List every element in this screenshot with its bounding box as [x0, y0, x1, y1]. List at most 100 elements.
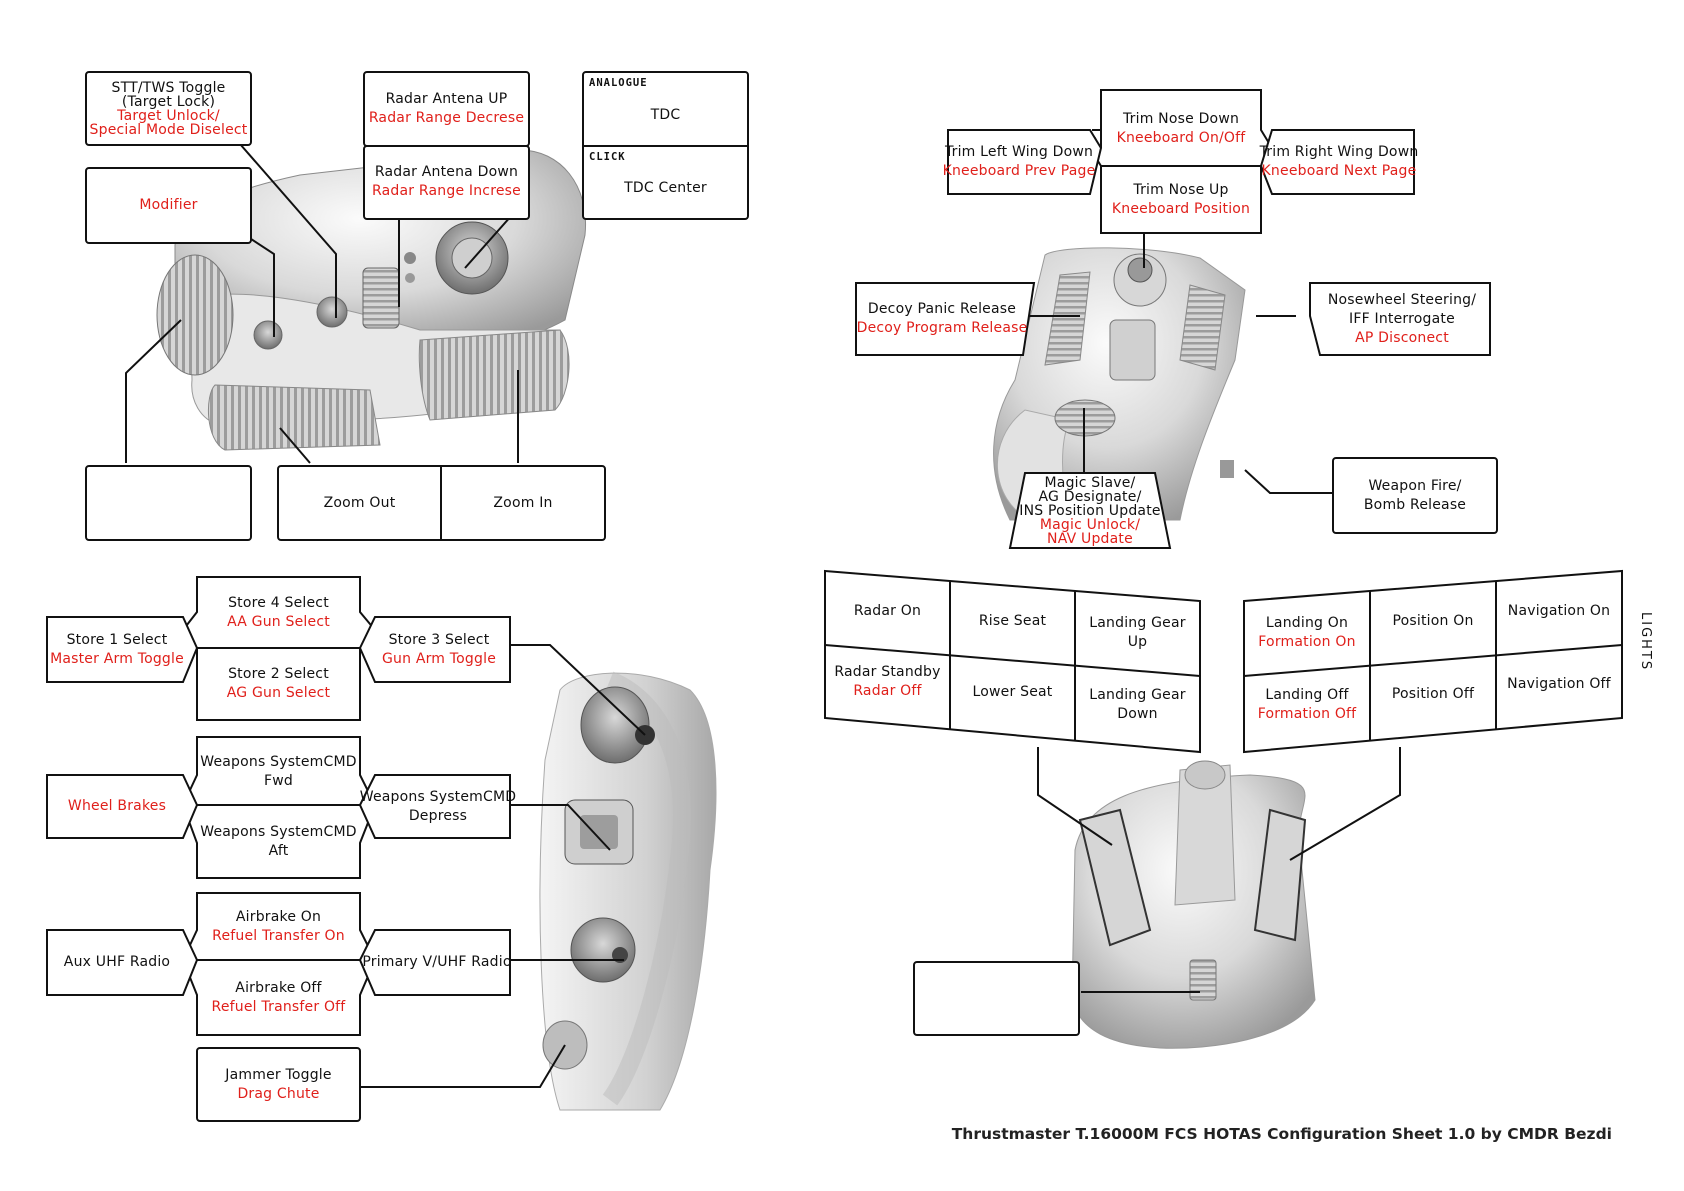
- tdc-analogue-label: TDC: [583, 84, 748, 146]
- primary-uhf-text: Primary V/UHF Radio: [362, 954, 512, 970]
- tdc-click-caption: CLICK: [589, 151, 626, 163]
- radar-down-black: Radar Antena Down: [374, 164, 519, 180]
- base-illustration: [1071, 760, 1316, 1049]
- weapon-fire-line2: Bomb Release: [1363, 496, 1467, 513]
- gear-down-line2: Down: [1117, 706, 1158, 722]
- trim-right-wing-label: Trim Right Wing Down Kneeboard Next Page: [1259, 130, 1419, 194]
- trim-nose-down-red: Kneeboard On/Off: [1116, 130, 1246, 146]
- store2-label: Store 2 Select AG Gun Select: [197, 650, 360, 718]
- nosewheel-black2: IFF Interrogate: [1349, 310, 1455, 327]
- decoy-release-label: Decoy Panic Release Decoy Program Releas…: [856, 283, 1028, 355]
- magic-line1: Magic Slave/: [1044, 475, 1136, 491]
- radar-standby-black: Radar Standby: [834, 664, 941, 680]
- weapon-fire-line1: Weapon Fire/: [1368, 477, 1462, 494]
- trim-right-black: Trim Right Wing Down: [1259, 144, 1419, 160]
- modifier-label: Modifier: [86, 168, 251, 243]
- store2-black: Store 2 Select: [228, 666, 329, 682]
- jammer-black: Jammer Toggle: [225, 1066, 332, 1083]
- stt-red1: Target Unlock/: [117, 108, 220, 124]
- magic-slave-label: Magic Slave/ AG Designate/ INS Position …: [1012, 476, 1168, 546]
- airbrake-on-black: Airbrake On: [235, 909, 322, 925]
- nav-off-text: Navigation Off: [1507, 675, 1611, 692]
- jammer-toggle-label: Jammer Toggle Drag Chute: [197, 1048, 360, 1121]
- weapon-fire-label: Weapon Fire/ Bomb Release: [1333, 458, 1497, 533]
- rise-seat-text: Rise Seat: [978, 612, 1047, 629]
- trim-right-red: Kneeboard Next Page: [1261, 163, 1417, 179]
- tdc-click-label: TDC Center: [583, 158, 748, 218]
- magic-red2: NAV Update: [1047, 531, 1133, 547]
- modifier-red: Modifier: [139, 197, 198, 213]
- store3-red: Gun Arm Toggle: [381, 650, 497, 667]
- trim-nose-down-black: Trim Nose Down: [1122, 111, 1240, 127]
- zoom-in-label: Zoom In: [441, 466, 605, 540]
- zoom-in-text: Zoom In: [493, 494, 553, 511]
- landing-gear-up-label: Landing Gear Up: [1075, 598, 1200, 668]
- zoom-out-text: Zoom Out: [323, 494, 396, 511]
- wcmd-aft-line1: Weapons SystemCMD: [200, 824, 357, 840]
- radar-standby-red: Radar Off: [853, 683, 922, 699]
- wheel-brakes-label: Wheel Brakes: [47, 775, 187, 838]
- tdc-analogue-text: TDC: [650, 106, 681, 123]
- store1-red: Master Arm Toggle: [50, 650, 184, 667]
- navigation-on-label: Navigation On: [1496, 578, 1622, 644]
- magic-line2: AG Designate/: [1038, 489, 1142, 505]
- landing-on-black: Landing On: [1265, 615, 1349, 631]
- wcmd-aft-line2: Aft: [268, 843, 289, 859]
- landing-off-red: Formation Off: [1257, 706, 1357, 722]
- nosewheel-black1: Nosewheel Steering/: [1327, 291, 1477, 308]
- airbrake-off-label: Airbrake Off Refuel Transfer Off: [197, 963, 360, 1033]
- trim-nose-up-red: Kneeboard Position: [1111, 200, 1251, 217]
- trim-nose-up-black: Trim Nose Up: [1133, 181, 1229, 198]
- magic-line3: INS Position Update: [1019, 503, 1161, 519]
- nosewheel-steering-label: Nosewheel Steering/ IFF Interrogate AP D…: [1314, 283, 1490, 355]
- store3-label: Store 3 Select Gun Arm Toggle: [368, 617, 510, 682]
- trim-nose-up-label: Trim Nose Up Kneeboard Position: [1101, 166, 1261, 233]
- position-off-text: Position Off: [1391, 685, 1475, 702]
- store4-red: AA Gun Select: [227, 614, 330, 630]
- weapons-cmd-aft-label: Weapons SystemCMD Aft: [197, 808, 360, 876]
- gear-up-line1: Landing Gear: [1089, 615, 1186, 631]
- trim-left-red: Kneeboard Prev Page: [942, 163, 1096, 179]
- landing-on-red: Formation On: [1258, 634, 1356, 650]
- wcmd-fwd-line2: Fwd: [264, 772, 293, 789]
- trim-left-black: Trim Left Wing Down: [944, 144, 1094, 160]
- tdc-analogue-caption: ANALOGUE: [589, 77, 648, 89]
- radar-on-label: Radar On: [825, 578, 950, 644]
- position-on-text: Position On: [1392, 612, 1474, 629]
- radar-antenna-down-label: Radar Antena Down Radar Range Increse: [364, 148, 529, 216]
- stt-line1: STT/TWS Toggle: [111, 80, 226, 96]
- lower-seat-label: Lower Seat: [950, 658, 1075, 726]
- radar-up-black: Radar Antena UP: [385, 91, 508, 107]
- wcmd-depress-line2: Depress: [408, 807, 468, 824]
- trim-left-wing-label: Trim Left Wing Down Kneeboard Prev Page: [943, 130, 1096, 194]
- zoom-out-label: Zoom Out: [278, 466, 441, 540]
- airbrake-off-red: Refuel Transfer Off: [211, 999, 346, 1015]
- gear-up-line2: Up: [1127, 634, 1148, 650]
- navigation-off-label: Navigation Off: [1496, 650, 1622, 718]
- radar-standby-label: Radar Standby Radar Off: [825, 648, 950, 716]
- position-off-label: Position Off: [1370, 660, 1496, 728]
- weapons-cmd-depress-label: Weapons SystemCMD Depress: [360, 775, 516, 838]
- trim-nose-down-label: Trim Nose Down Kneeboard On/Off: [1101, 94, 1261, 164]
- lights-label: LIGHTS: [1638, 612, 1653, 672]
- stt-line2: (Target Lock): [121, 94, 216, 110]
- sheet-footer: Thrustmaster T.16000M FCS HOTAS Configur…: [951, 1125, 1612, 1143]
- landing-off-black: Landing Off: [1265, 687, 1349, 703]
- nav-on-text: Navigation On: [1507, 602, 1611, 619]
- lower-seat-text: Lower Seat: [972, 683, 1053, 700]
- primary-uhf-radio-label: Primary V/UHF Radio: [362, 930, 512, 995]
- aux-uhf-text: Aux UHF Radio: [63, 954, 171, 970]
- airbrake-on-red: Refuel Transfer On: [212, 928, 345, 944]
- aux-uhf-radio-label: Aux UHF Radio: [47, 930, 187, 995]
- radar-up-red: Radar Range Decrese: [368, 110, 525, 126]
- airbrake-off-black: Airbrake Off: [235, 980, 322, 996]
- nosewheel-red: AP Disconect: [1355, 329, 1449, 346]
- landing-on-label: Landing On Formation On: [1244, 598, 1370, 668]
- gear-down-line1: Landing Gear: [1089, 687, 1186, 703]
- label-boxes: [46, 71, 1623, 1122]
- jammer-red: Drag Chute: [237, 1085, 320, 1102]
- landing-off-label: Landing Off Formation Off: [1244, 670, 1370, 740]
- store3-black: Store 3 Select: [388, 631, 490, 648]
